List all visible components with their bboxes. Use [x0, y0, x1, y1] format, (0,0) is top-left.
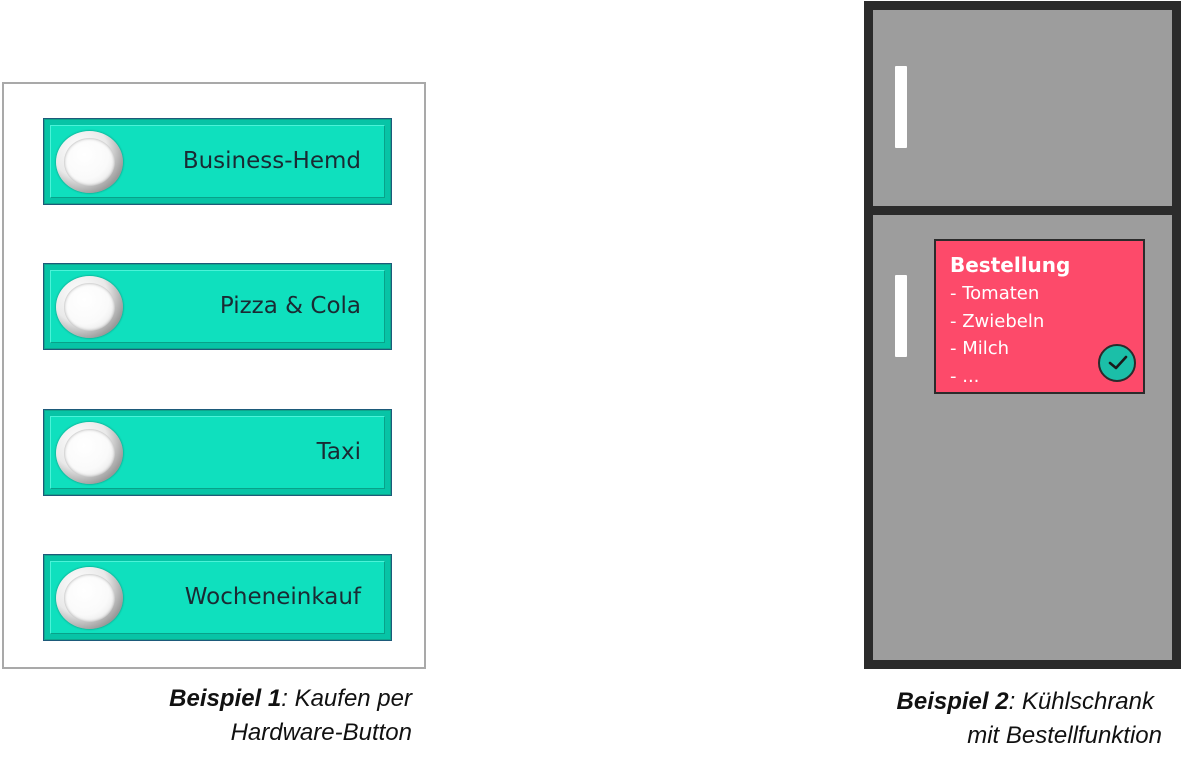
example1-caption-line1: : Kaufen per: [281, 685, 412, 712]
order-item: - ...: [950, 366, 980, 387]
confirm-order-button[interactable]: [1098, 344, 1136, 382]
round-push-icon: [56, 131, 123, 193]
order-item: - Zwiebeln: [950, 311, 1045, 332]
order-title: Bestellung: [950, 253, 1071, 277]
hardware-button-pizza-cola[interactable]: Pizza & Cola: [43, 263, 392, 350]
example2-caption-line2: mit Bestellfunktion: [967, 722, 1162, 749]
example2-caption-bold: Beispiel 2: [896, 688, 1009, 715]
round-push-icon: [56, 276, 123, 338]
example1-caption-bold: Beispiel 1: [169, 685, 282, 712]
button-label: Pizza & Cola: [219, 293, 361, 319]
button-label: Wocheneinkauf: [184, 584, 361, 610]
button-label: Taxi: [316, 439, 361, 465]
fridge-door-handle[interactable]: [895, 275, 907, 357]
round-push-icon: [56, 567, 123, 629]
button-label: Business-Hemd: [182, 148, 361, 174]
freezer-door-handle[interactable]: [895, 66, 907, 148]
order-item: - Milch: [950, 338, 1010, 359]
checkmark-icon: [1108, 355, 1128, 370]
example2-caption-line1: : Kühlschrank: [1008, 688, 1154, 715]
order-display: Bestellung - Tomaten - Zwiebeln - Milch …: [934, 239, 1145, 394]
round-push-icon: [56, 422, 123, 484]
hardware-button-business-hemd[interactable]: Business-Hemd: [43, 118, 392, 205]
example1-caption-line2: Hardware-Button: [230, 719, 412, 746]
example1-caption: Beispiel 1: Kaufen per Hardware-Button: [60, 682, 412, 750]
order-item: - Tomaten: [950, 283, 1040, 304]
example2-caption: Beispiel 2: Kühlschrank mit Bestellfunkt…: [800, 685, 1162, 753]
hardware-button-wocheneinkauf[interactable]: Wocheneinkauf: [43, 554, 392, 641]
fridge-door-divider: [873, 206, 1172, 215]
hardware-button-taxi[interactable]: Taxi: [43, 409, 392, 496]
